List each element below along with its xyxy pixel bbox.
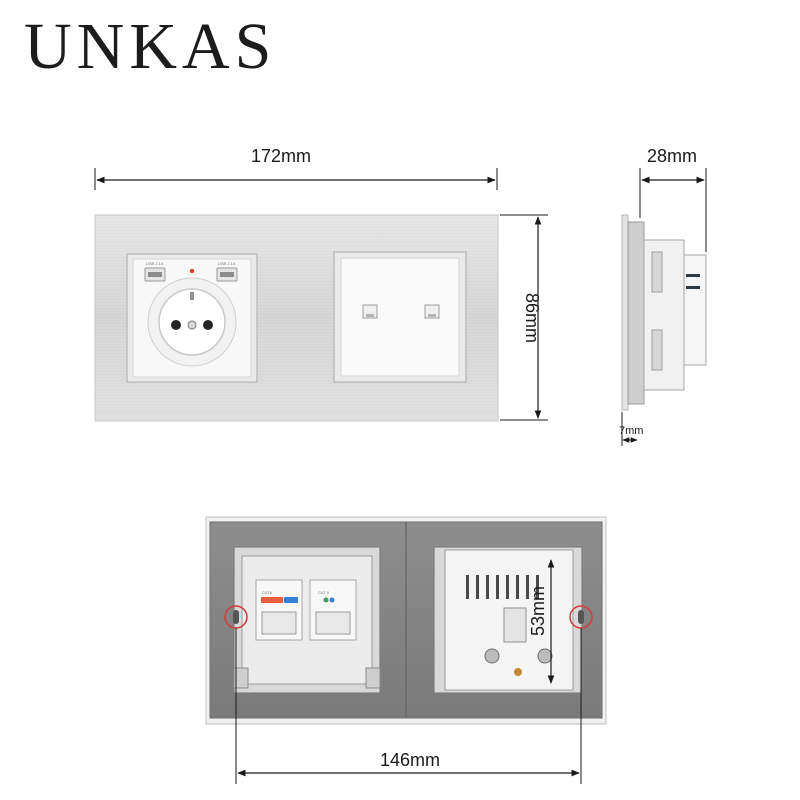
- front-height-label: 86mm: [522, 293, 542, 343]
- rj45-keystone-label-left: CAT6: [262, 590, 273, 595]
- side-view: 28mm 7mm: [619, 146, 707, 446]
- side-plate-label: 7mm: [619, 425, 643, 437]
- rj45-module: [333, 251, 467, 383]
- back-module-label: 53mm: [528, 586, 548, 636]
- usb-right-label: USB 2.1A: [218, 261, 236, 266]
- usb-left-label: USB 2.1A: [146, 261, 164, 266]
- front-view: 172mm USB 2.1A USB 2.1A: [94, 146, 548, 422]
- indicator-led: [189, 268, 195, 274]
- back-hole-spacing-label: 146mm: [380, 750, 440, 770]
- rj45-port-icon: [362, 304, 378, 319]
- front-width-label: 172mm: [251, 146, 311, 166]
- side-depth-label: 28mm: [647, 146, 697, 166]
- rj45-keystone-left: CAT6: [255, 579, 303, 641]
- french-socket-icon: [147, 277, 237, 367]
- socket-usb-module: USB 2.1A USB 2.1A: [126, 253, 258, 383]
- rj45-keystone-right: CAT 5: [309, 579, 357, 641]
- usb-port-icon: [216, 267, 238, 282]
- usb-port-icon: [144, 267, 166, 282]
- rj45-port-icon: [424, 304, 440, 319]
- rj45-keystone-label-right: CAT 5: [318, 590, 330, 595]
- back-view: CAT6 CAT 5: [205, 516, 607, 784]
- brand-logo: UNKAS: [24, 10, 277, 83]
